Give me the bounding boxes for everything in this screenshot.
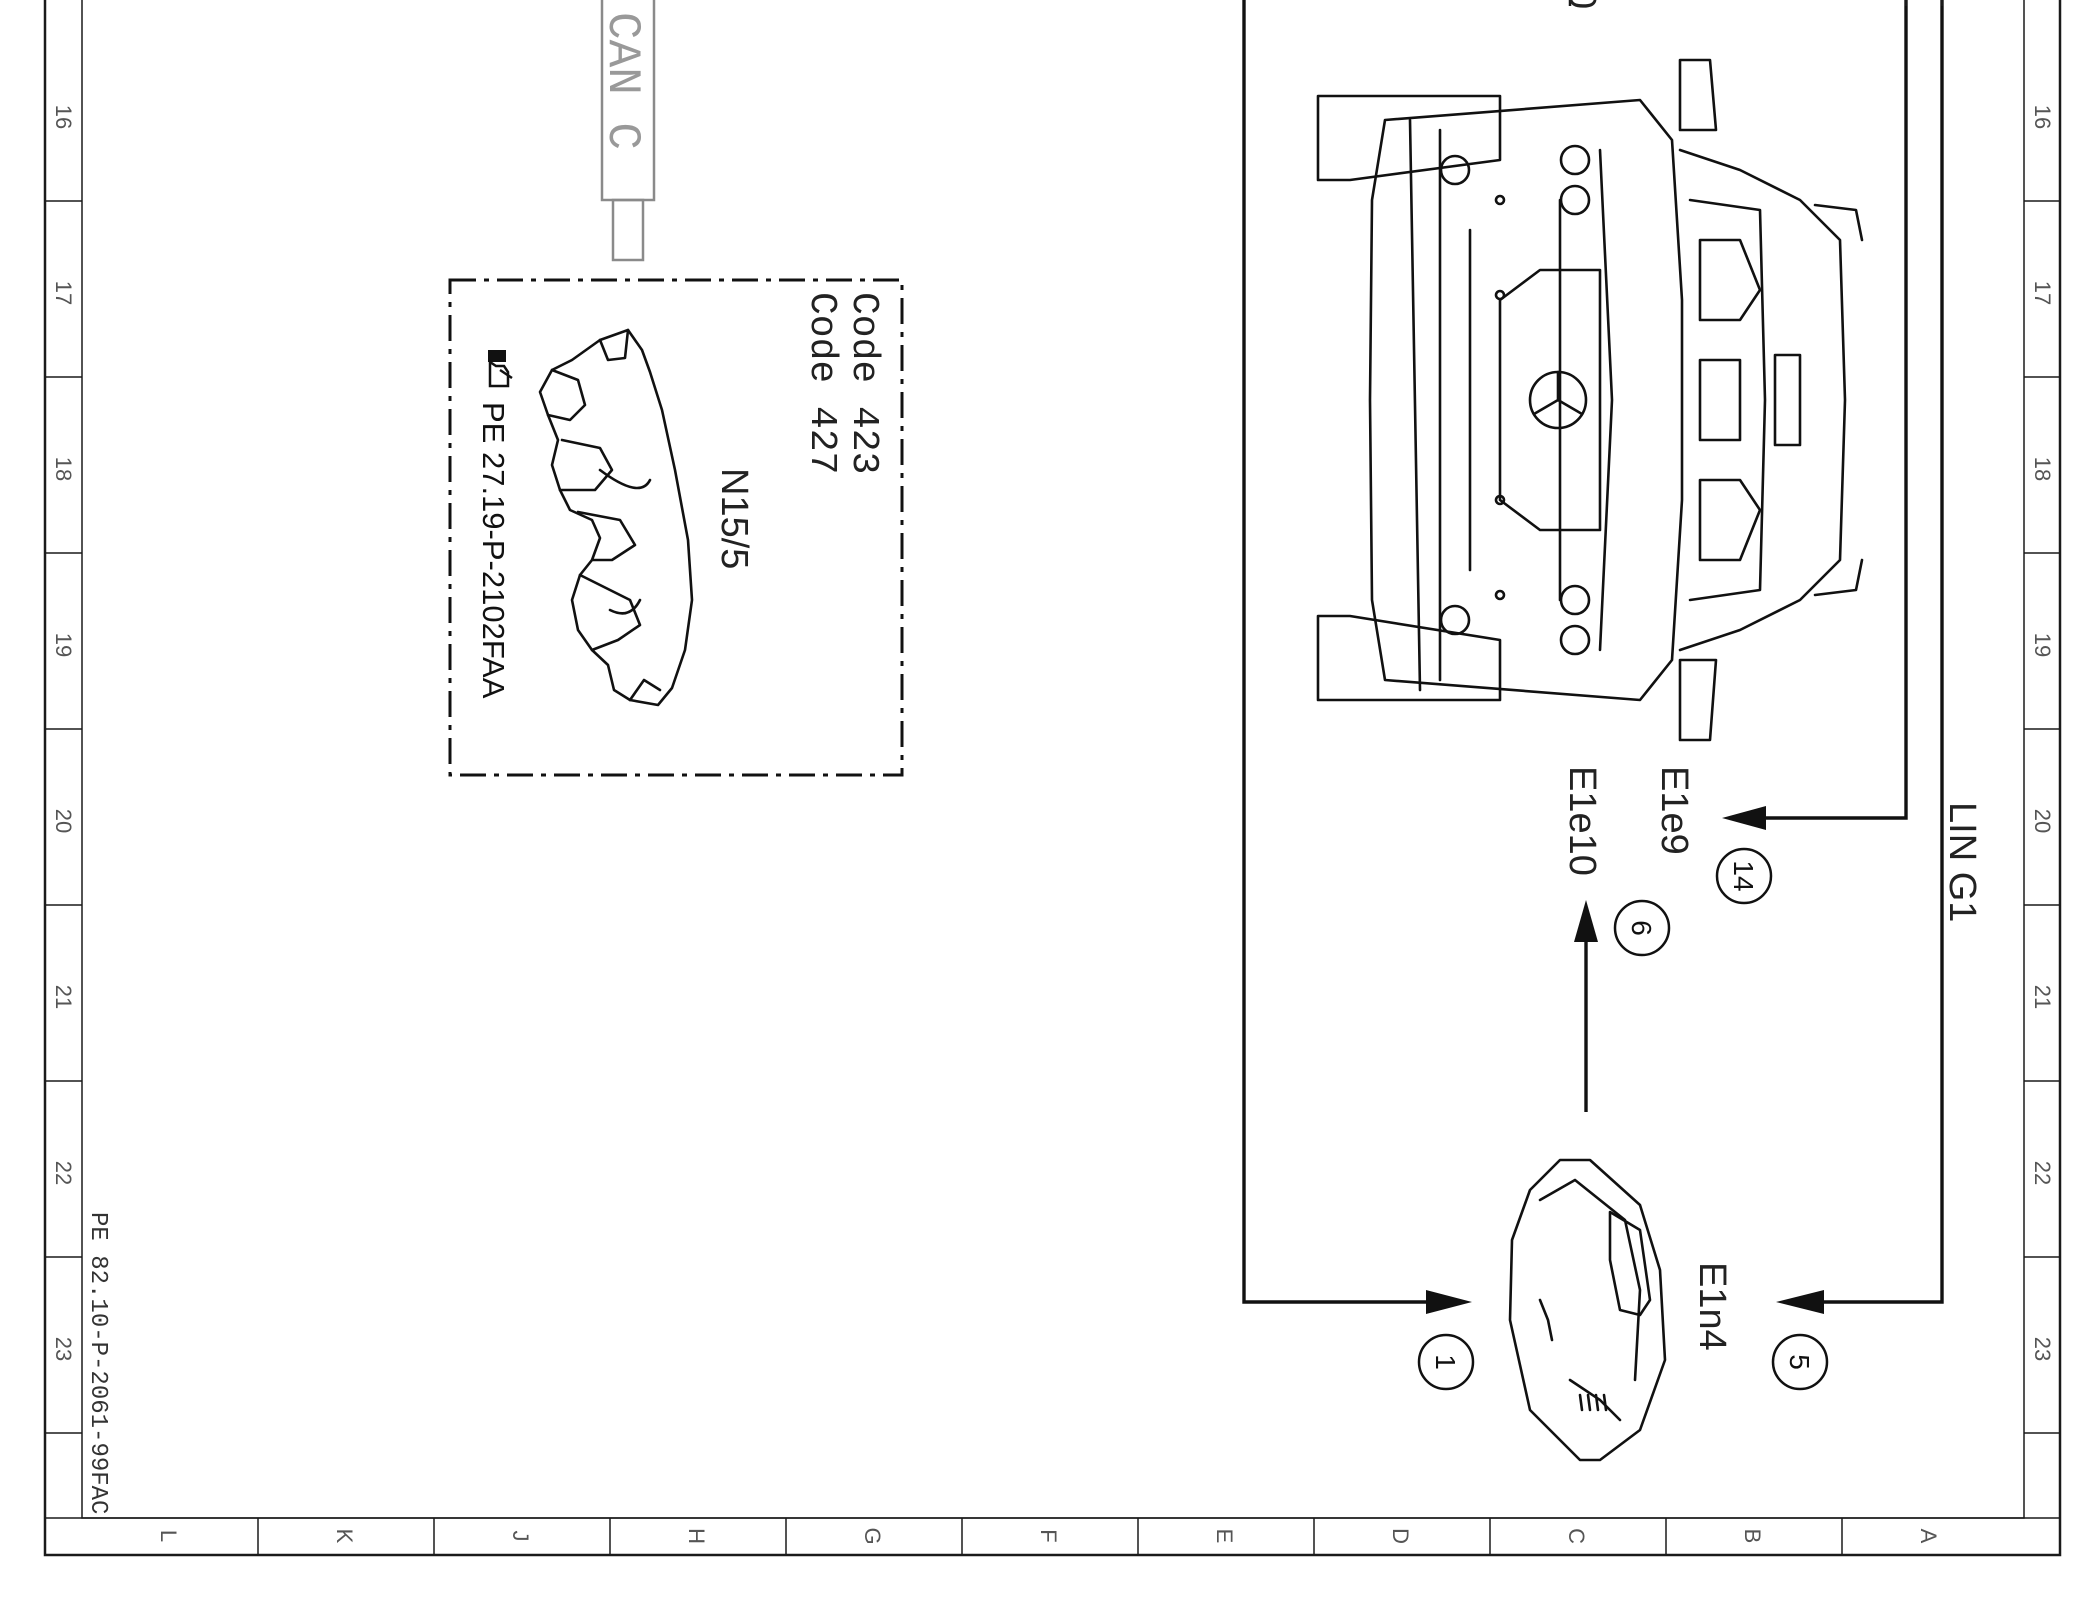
- column-label: D: [1388, 1528, 1413, 1544]
- pointing-hand-icon: [488, 350, 513, 388]
- can-bus-label: CAN C: [596, 12, 648, 150]
- column-ticks: [257, 1518, 1843, 1555]
- column-label: L: [156, 1530, 181, 1542]
- row-label: 19: [51, 633, 76, 657]
- row-label: 18: [2030, 457, 2055, 481]
- column-labels: L K J H G F E D C B A: [156, 1527, 1941, 1544]
- row-label: 17: [2030, 281, 2055, 305]
- arrow-head: [1722, 806, 1766, 830]
- connector-number: 6: [1626, 920, 1657, 936]
- can-bus: CAN C: [596, 0, 656, 262]
- component-e1e10-label: E1e10: [1561, 766, 1603, 876]
- row-label: 21: [2030, 985, 2055, 1009]
- reference-link[interactable]: PE 27.19-P-2102FAA: [476, 402, 511, 699]
- row-ticks-left: [45, 200, 82, 1434]
- outer-frame: [43, 0, 2062, 1557]
- wiring: [1242, 0, 1944, 1314]
- row-label: 22: [51, 1161, 76, 1185]
- component-n15-5-label: N15/5: [713, 468, 755, 569]
- row-ticks-right: [2024, 200, 2060, 1434]
- column-label: J: [508, 1531, 533, 1542]
- module-boundary: [448, 278, 904, 777]
- connector-6: 6: [1613, 899, 1671, 957]
- code-option: Code 423: [842, 292, 885, 474]
- row-label: 20: [2030, 809, 2055, 833]
- connector-5: 5: [1771, 1333, 1829, 1391]
- row-label: 23: [51, 1337, 76, 1361]
- component-e1e9-label: E1e9: [1653, 766, 1695, 855]
- column-label: H: [684, 1528, 709, 1544]
- component-e1n4-label: E1n4: [1691, 1262, 1733, 1351]
- connector-14: 14: [1715, 847, 1773, 905]
- module-box: Code 423 Code 427 N15/5 PE 27.19-P-2102F…: [448, 278, 904, 777]
- connector-number: 1: [1430, 1354, 1461, 1370]
- column-label: G: [860, 1527, 885, 1544]
- code-option: Code 427: [800, 292, 843, 474]
- column-label: F: [1036, 1529, 1061, 1542]
- cropped-label-fragment: 0: [1561, 0, 1603, 9]
- control-unit-e1n4-drawing: [1508, 1158, 1667, 1462]
- row-label: 21: [51, 985, 76, 1009]
- row-label: 22: [2030, 1161, 2055, 1185]
- arrow-head: [1574, 900, 1598, 942]
- row-labels-left: 16 17 18 19 20 21 22 23: [51, 105, 76, 1361]
- module-n15-5-drawing: [538, 328, 694, 707]
- footer-reference: PE 82.10-P-2061-99FAC: [84, 1212, 111, 1514]
- arrow-head: [1776, 1290, 1824, 1314]
- row-label: 20: [51, 809, 76, 833]
- column-label: C: [1564, 1528, 1589, 1544]
- row-label: 18: [51, 457, 76, 481]
- connector-number: 14: [1728, 860, 1759, 891]
- column-label: A: [1916, 1529, 1941, 1544]
- vehicle-front-drawing: [1316, 58, 1864, 742]
- row-label: 16: [51, 105, 76, 129]
- connector-number: 5: [1784, 1354, 1815, 1370]
- column-label: K: [332, 1529, 357, 1544]
- column-label: B: [1740, 1529, 1765, 1544]
- row-label: 23: [2030, 1337, 2055, 1361]
- row-labels-right: 16 17 18 19 20 21 22 23: [2030, 105, 2055, 1361]
- lin-bus-label: LIN G1: [1941, 802, 1983, 922]
- connector-1: 1: [1417, 1333, 1475, 1391]
- arrow-head: [1426, 1290, 1472, 1314]
- row-label: 16: [2030, 105, 2055, 129]
- column-label: E: [1212, 1529, 1237, 1544]
- row-label: 17: [51, 281, 76, 305]
- row-label: 19: [2030, 633, 2055, 657]
